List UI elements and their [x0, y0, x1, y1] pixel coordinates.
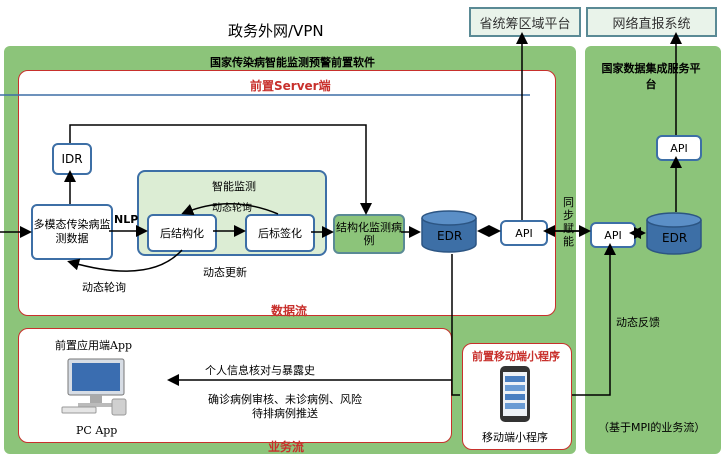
sync-empower-label: 同步赋能: [563, 196, 574, 248]
case-review-flow-label: 确诊病例审核、未诊病例、风险待排病例推送: [208, 393, 362, 420]
structured-cases-node: 结构化监测病例: [333, 214, 405, 254]
right-panel-title: 国家数据集成服务平台: [601, 62, 701, 91]
pc-app-label: PC App: [76, 424, 118, 437]
api-right-node: API: [590, 222, 636, 248]
edr-right-label: EDR: [662, 231, 688, 245]
nlp-label: NLP: [114, 213, 139, 226]
app-title: 前置应用端App: [55, 339, 133, 352]
server-title: 前置Server端: [250, 79, 331, 93]
dynamic-poll-outer-label: 动态轮询: [82, 281, 126, 294]
post-label-node: 后标签化: [245, 214, 315, 252]
mobile-label: 移动端小程序: [482, 431, 548, 444]
dynamic-feedback-label: 动态反馈: [616, 316, 660, 329]
pc-monitor-icon: [61, 358, 127, 416]
province-platform-box: 省统筹区域平台: [469, 7, 581, 37]
multimodal-data-node: 多模态传染病监测数据: [31, 204, 113, 260]
api-left-node: API: [500, 220, 548, 246]
phone-icon: [500, 366, 530, 422]
mobile-title: 前置移动端小程序: [472, 350, 560, 363]
idr-node: IDR: [52, 143, 92, 175]
edr-left-label: EDR: [437, 229, 463, 243]
api-top-node: API: [656, 135, 702, 161]
business-flow-label: 业务流: [268, 440, 305, 454]
personal-info-flow-label: 个人信息核对与暴露史: [205, 364, 315, 377]
data-flow-label: 数据流: [271, 304, 308, 318]
main-panel-title: 国家传染病智能监测预警前置软件: [210, 56, 375, 69]
direct-report-box: 网络直报系统: [586, 7, 717, 37]
post-structure-node: 后结构化: [147, 214, 217, 252]
edr-right-cylinder: [646, 212, 702, 255]
network-label: 政务外网/VPN: [228, 22, 324, 40]
dynamic-poll-inner-label: 动态轮询: [212, 203, 252, 214]
mpi-note: （基于MPI的业务流）: [598, 421, 706, 434]
dynamic-update-label: 动态更新: [203, 266, 247, 279]
smart-monitor-label: 智能监测: [212, 180, 256, 193]
edr-left-cylinder: [421, 210, 477, 253]
